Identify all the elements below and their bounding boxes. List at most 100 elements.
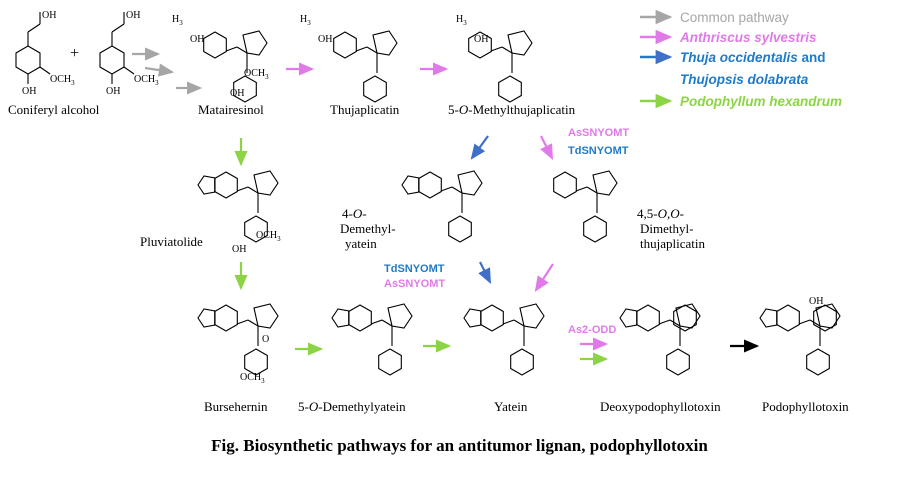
bond <box>502 319 515 325</box>
atom-h3co: H3 <box>456 14 467 27</box>
aryl-ring-top <box>636 304 660 332</box>
label-dimethylthujaplicatin: 4,5-O,O-Dimethyl-thujaplicatin <box>637 206 705 251</box>
bond <box>225 46 238 52</box>
methylenedioxy-ring <box>401 175 420 195</box>
bond <box>236 46 248 54</box>
bond <box>451 186 463 194</box>
lactone-ring <box>387 303 413 329</box>
bond <box>381 319 393 327</box>
label-pluviatolide: Pluviatolide <box>140 234 203 249</box>
label-4-o-demethylyatein: 4-O-Demethyl-yatein <box>340 206 396 251</box>
bond <box>490 46 503 52</box>
methylenedioxy-ring <box>619 308 638 328</box>
atom-oh: OH <box>126 10 140 21</box>
figure-caption: Fig. Biosynthetic pathways for an antitu… <box>211 436 708 455</box>
lactone-ring <box>592 170 618 196</box>
tetralin-ring <box>673 304 697 332</box>
aryl-ring-bottom <box>244 348 268 376</box>
bond <box>247 186 259 194</box>
aryl-ring-bottom <box>233 75 257 103</box>
bond <box>247 319 259 327</box>
aryl-ring-bottom <box>244 215 268 243</box>
label-yatein: Yatein <box>494 399 528 414</box>
aryl-ring-top <box>333 31 357 59</box>
aryl-ring-bottom <box>583 215 607 243</box>
aryl-ring-bottom <box>448 215 472 243</box>
aryl-ring-top <box>214 171 238 199</box>
label-matairesinol: Matairesinol <box>198 102 264 117</box>
atom-oh: OH <box>232 244 246 255</box>
lactone-ring <box>242 30 268 56</box>
atom-oh: OH <box>106 86 120 97</box>
arrow-grey-2 <box>144 63 175 77</box>
aryl-ring-bottom <box>378 348 402 376</box>
bond <box>586 186 598 194</box>
methylenedioxy-ring <box>759 308 778 328</box>
tetralin-ring <box>813 304 837 332</box>
label-5-o-demethylyatein: 5-O-Demethylyatein <box>298 399 406 414</box>
bond <box>440 186 453 192</box>
aryl-ring-top <box>348 304 372 332</box>
aryl-ring-top <box>214 304 238 332</box>
bond <box>809 319 821 327</box>
coniferyl-structure-2 <box>99 12 135 84</box>
aryl-ring-top <box>480 304 504 332</box>
label-bursehernin: Bursehernin <box>204 399 268 414</box>
lactone-ring <box>253 303 279 329</box>
aryl-ring-bottom <box>510 348 534 376</box>
legend-anthriscus: Anthriscus sylvestris <box>679 30 817 45</box>
lactone-ring <box>519 303 545 329</box>
label-podophyllotoxin: Podophyllotoxin <box>762 399 849 414</box>
enzyme-as-snyomt-mid: AsSNYOMT <box>384 278 445 290</box>
aryl-ring-bottom <box>666 348 690 376</box>
lactone-ring <box>457 170 483 196</box>
atom-oh: OH <box>22 86 36 97</box>
arrow-blue-1 <box>470 135 489 160</box>
atom-och3: OCH3 <box>244 68 269 81</box>
atom-oh: OH <box>190 34 204 45</box>
atom-o: O <box>262 334 269 345</box>
atom-h3co: H3 <box>300 14 311 27</box>
atom-h3co: H3 <box>172 14 183 27</box>
methylenedioxy-ring <box>197 175 216 195</box>
bond <box>501 46 513 54</box>
aryl-ring-top <box>203 31 227 59</box>
atom-oh: OH <box>318 34 332 45</box>
atom-oh: OH <box>474 34 488 45</box>
bond <box>370 319 383 325</box>
atom-och3: OCH3 <box>256 230 281 243</box>
enzyme-td-snyomt-top: TdSNYOMT <box>568 145 629 157</box>
legend <box>640 9 673 109</box>
label-deoxypodophyllotoxin: Deoxypodophyllotoxin <box>600 399 721 414</box>
bond <box>355 46 368 52</box>
atom-och3: OCH3 <box>134 74 159 87</box>
arrow-blue-2 <box>478 261 491 284</box>
bond <box>366 46 378 54</box>
aryl-ring-top <box>776 304 800 332</box>
arrow-pink-4 <box>534 263 554 292</box>
label-thujaplicatin: Thujaplicatin <box>330 102 400 117</box>
bond <box>513 319 525 327</box>
atom-oh: OH <box>230 88 244 99</box>
lactone-ring <box>253 170 279 196</box>
atom-oh: OH <box>42 10 56 21</box>
legend-common-pathway: Common pathway <box>680 10 789 25</box>
aryl-ring-bottom <box>363 75 387 103</box>
bond <box>658 319 671 325</box>
bond <box>575 186 588 192</box>
aryl-ring-top <box>468 31 492 59</box>
aryl-ring-bottom <box>806 348 830 376</box>
bond <box>669 319 681 327</box>
lactone-ring <box>507 30 533 56</box>
methylenedioxy-ring <box>331 308 350 328</box>
legend-thujopsis: Thujopsis dolabrata <box>680 72 809 87</box>
enzyme-td-snyomt-mid: TdSNYOMT <box>384 263 445 275</box>
label-5-o-methylthujaplicatin: 5-O-Methylthujaplicatin <box>448 102 576 117</box>
aryl-ring-top <box>553 171 577 199</box>
legend-podophyllum: Podophyllum hexandrum <box>680 94 842 109</box>
atom-oh: OH <box>809 296 823 307</box>
bond <box>236 319 249 325</box>
label-coniferyl-alcohol: Coniferyl alcohol <box>8 102 100 117</box>
bond <box>236 186 249 192</box>
